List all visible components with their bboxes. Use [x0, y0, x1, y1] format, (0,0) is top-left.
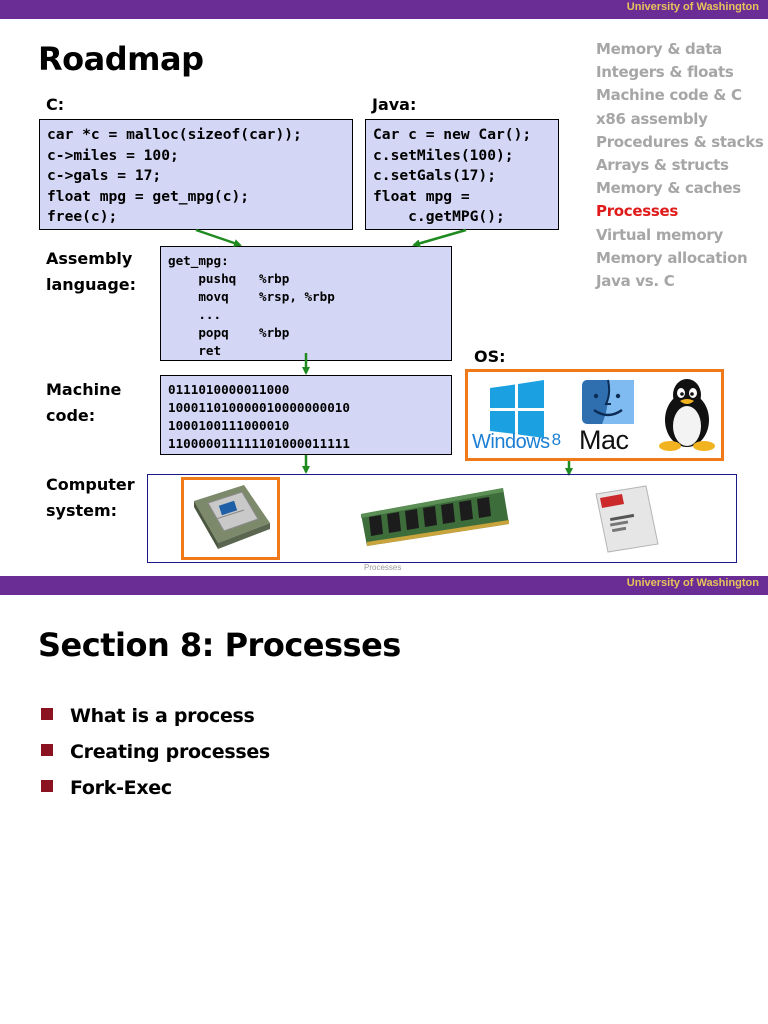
header-bar: University of Washington: [0, 0, 768, 19]
machine-code-line: 110000011111101000011111: [168, 436, 350, 451]
c-code-line: c->miles = 100;: [47, 146, 179, 164]
java-code-box: Car c = new Car(); c.setMiles(100); c.se…: [365, 119, 559, 230]
machine-code-line: 100011010000010000000010: [168, 400, 350, 415]
roadmap-item-memory-allocation: Memory allocation: [596, 248, 748, 267]
header-bar: University of Washington: [0, 576, 768, 595]
ssd-drive-icon: [595, 485, 659, 553]
bullet-list: What is a process Creating processes For…: [40, 698, 270, 806]
c-label: C:: [46, 95, 65, 114]
c-code-line: c->gals = 17;: [47, 167, 162, 185]
machine-code-label-line1: Machine: [46, 380, 122, 399]
section-title: Section 8: Processes: [38, 626, 401, 664]
slide-footer-label: Processes: [364, 563, 402, 572]
mac-logo-text: Mac: [579, 425, 629, 455]
computer-system-label: Computer system:: [46, 472, 135, 524]
os-label: OS:: [474, 347, 506, 366]
roadmap-item-x86-assembly: x86 assembly: [596, 109, 708, 128]
computer-system-label-line2: system:: [46, 501, 118, 520]
machine-code-line: 0111010000011000: [168, 382, 290, 397]
roadmap-item-procedures-stacks: Procedures & stacks: [596, 132, 764, 151]
os-box: [465, 369, 724, 461]
bullet-item: Creating processes: [40, 734, 270, 770]
bullet-square-icon: [41, 708, 53, 720]
java-label: Java:: [372, 95, 417, 114]
institution-label: University of Washington: [626, 1, 759, 13]
assembly-code-line: ret: [168, 343, 222, 358]
machine-code-label: Machine code:: [46, 377, 121, 429]
c-code-line: car *c = malloc(sizeof(car));: [47, 126, 302, 143]
institution-label: University of Washington: [626, 577, 759, 589]
roadmap-list: Memory & data Integers & floats Machine …: [596, 38, 764, 293]
cpu-highlight-box: [181, 477, 280, 560]
bullet-text: Creating processes: [70, 741, 270, 763]
roadmap-item-arrays-structs: Arrays & structs: [596, 156, 729, 175]
machine-code-line: 1000100111000010: [168, 418, 290, 433]
computer-system-label-line1: Computer: [46, 475, 135, 494]
roadmap-item-integers-floats: Integers & floats: [596, 63, 734, 82]
computer-system-box: [147, 474, 737, 563]
arrow-java-to-assembly: [412, 228, 467, 248]
bullet-item: Fork-Exec: [40, 770, 270, 806]
windows-logo-icon: [490, 380, 544, 438]
assembly-label-line1: Assembly: [46, 249, 133, 268]
bullet-square-icon: [41, 780, 53, 792]
c-code-line: float mpg = get_mpg(c);: [47, 187, 250, 205]
assembly-label: Assembly language:: [46, 246, 136, 298]
machine-code-label-line2: code:: [46, 406, 96, 425]
windows-word: Windows: [472, 431, 550, 453]
slide-title: Roadmap: [38, 40, 204, 78]
assembly-label-line2: language:: [46, 275, 137, 294]
roadmap-item-machine-code: Machine code & C: [596, 86, 742, 105]
mac-finder-icon: [582, 379, 634, 424]
assembly-code-line: pushq %rbp: [168, 271, 290, 286]
assembly-code-line: movq %rsp, %rbp: [168, 289, 335, 304]
java-code-line: float mpg =: [373, 187, 470, 205]
machine-code-box: 0111010000011000 10001101000001000000001…: [160, 375, 452, 455]
bullet-item: What is a process: [40, 698, 270, 734]
roadmap-item-memory-data: Memory & data: [596, 40, 722, 58]
flow-arrows: [195, 228, 573, 476]
c-code-box: car *c = malloc(sizeof(car)); c->miles =…: [39, 119, 353, 230]
java-code-line: c.setMiles(100);: [373, 146, 514, 164]
bullet-text: What is a process: [70, 705, 255, 727]
c-code-line: free(c);: [47, 208, 118, 226]
java-code-line: c.getMPG();: [373, 208, 505, 226]
java-code-line: Car c = new Car();: [373, 126, 532, 143]
assembly-code-line: get_mpg:: [168, 253, 229, 268]
roadmap-item-memory-caches: Memory & caches: [596, 179, 741, 198]
assembly-code-line: ...: [168, 307, 222, 322]
arrow-c-to-assembly: [195, 228, 242, 247]
bullet-square-icon: [41, 744, 53, 756]
roadmap-item-java-vs-c: Java vs. C: [596, 272, 675, 291]
linux-tux-icon: [659, 379, 715, 451]
cpu-chip-icon: [194, 485, 270, 549]
java-code-line: c.setGals(17);: [373, 167, 497, 185]
assembly-code-line: popq %rbp: [168, 325, 290, 340]
assembly-code-box: get_mpg: pushq %rbp movq %rsp, %rbp ... …: [160, 246, 452, 361]
roadmap-item-processes: Processes: [596, 202, 679, 221]
roadmap-item-virtual-memory: Virtual memory: [596, 225, 723, 244]
windows-version: 8: [551, 430, 561, 449]
bullet-text: Fork-Exec: [70, 777, 172, 799]
ram-module-icon: [361, 488, 509, 546]
